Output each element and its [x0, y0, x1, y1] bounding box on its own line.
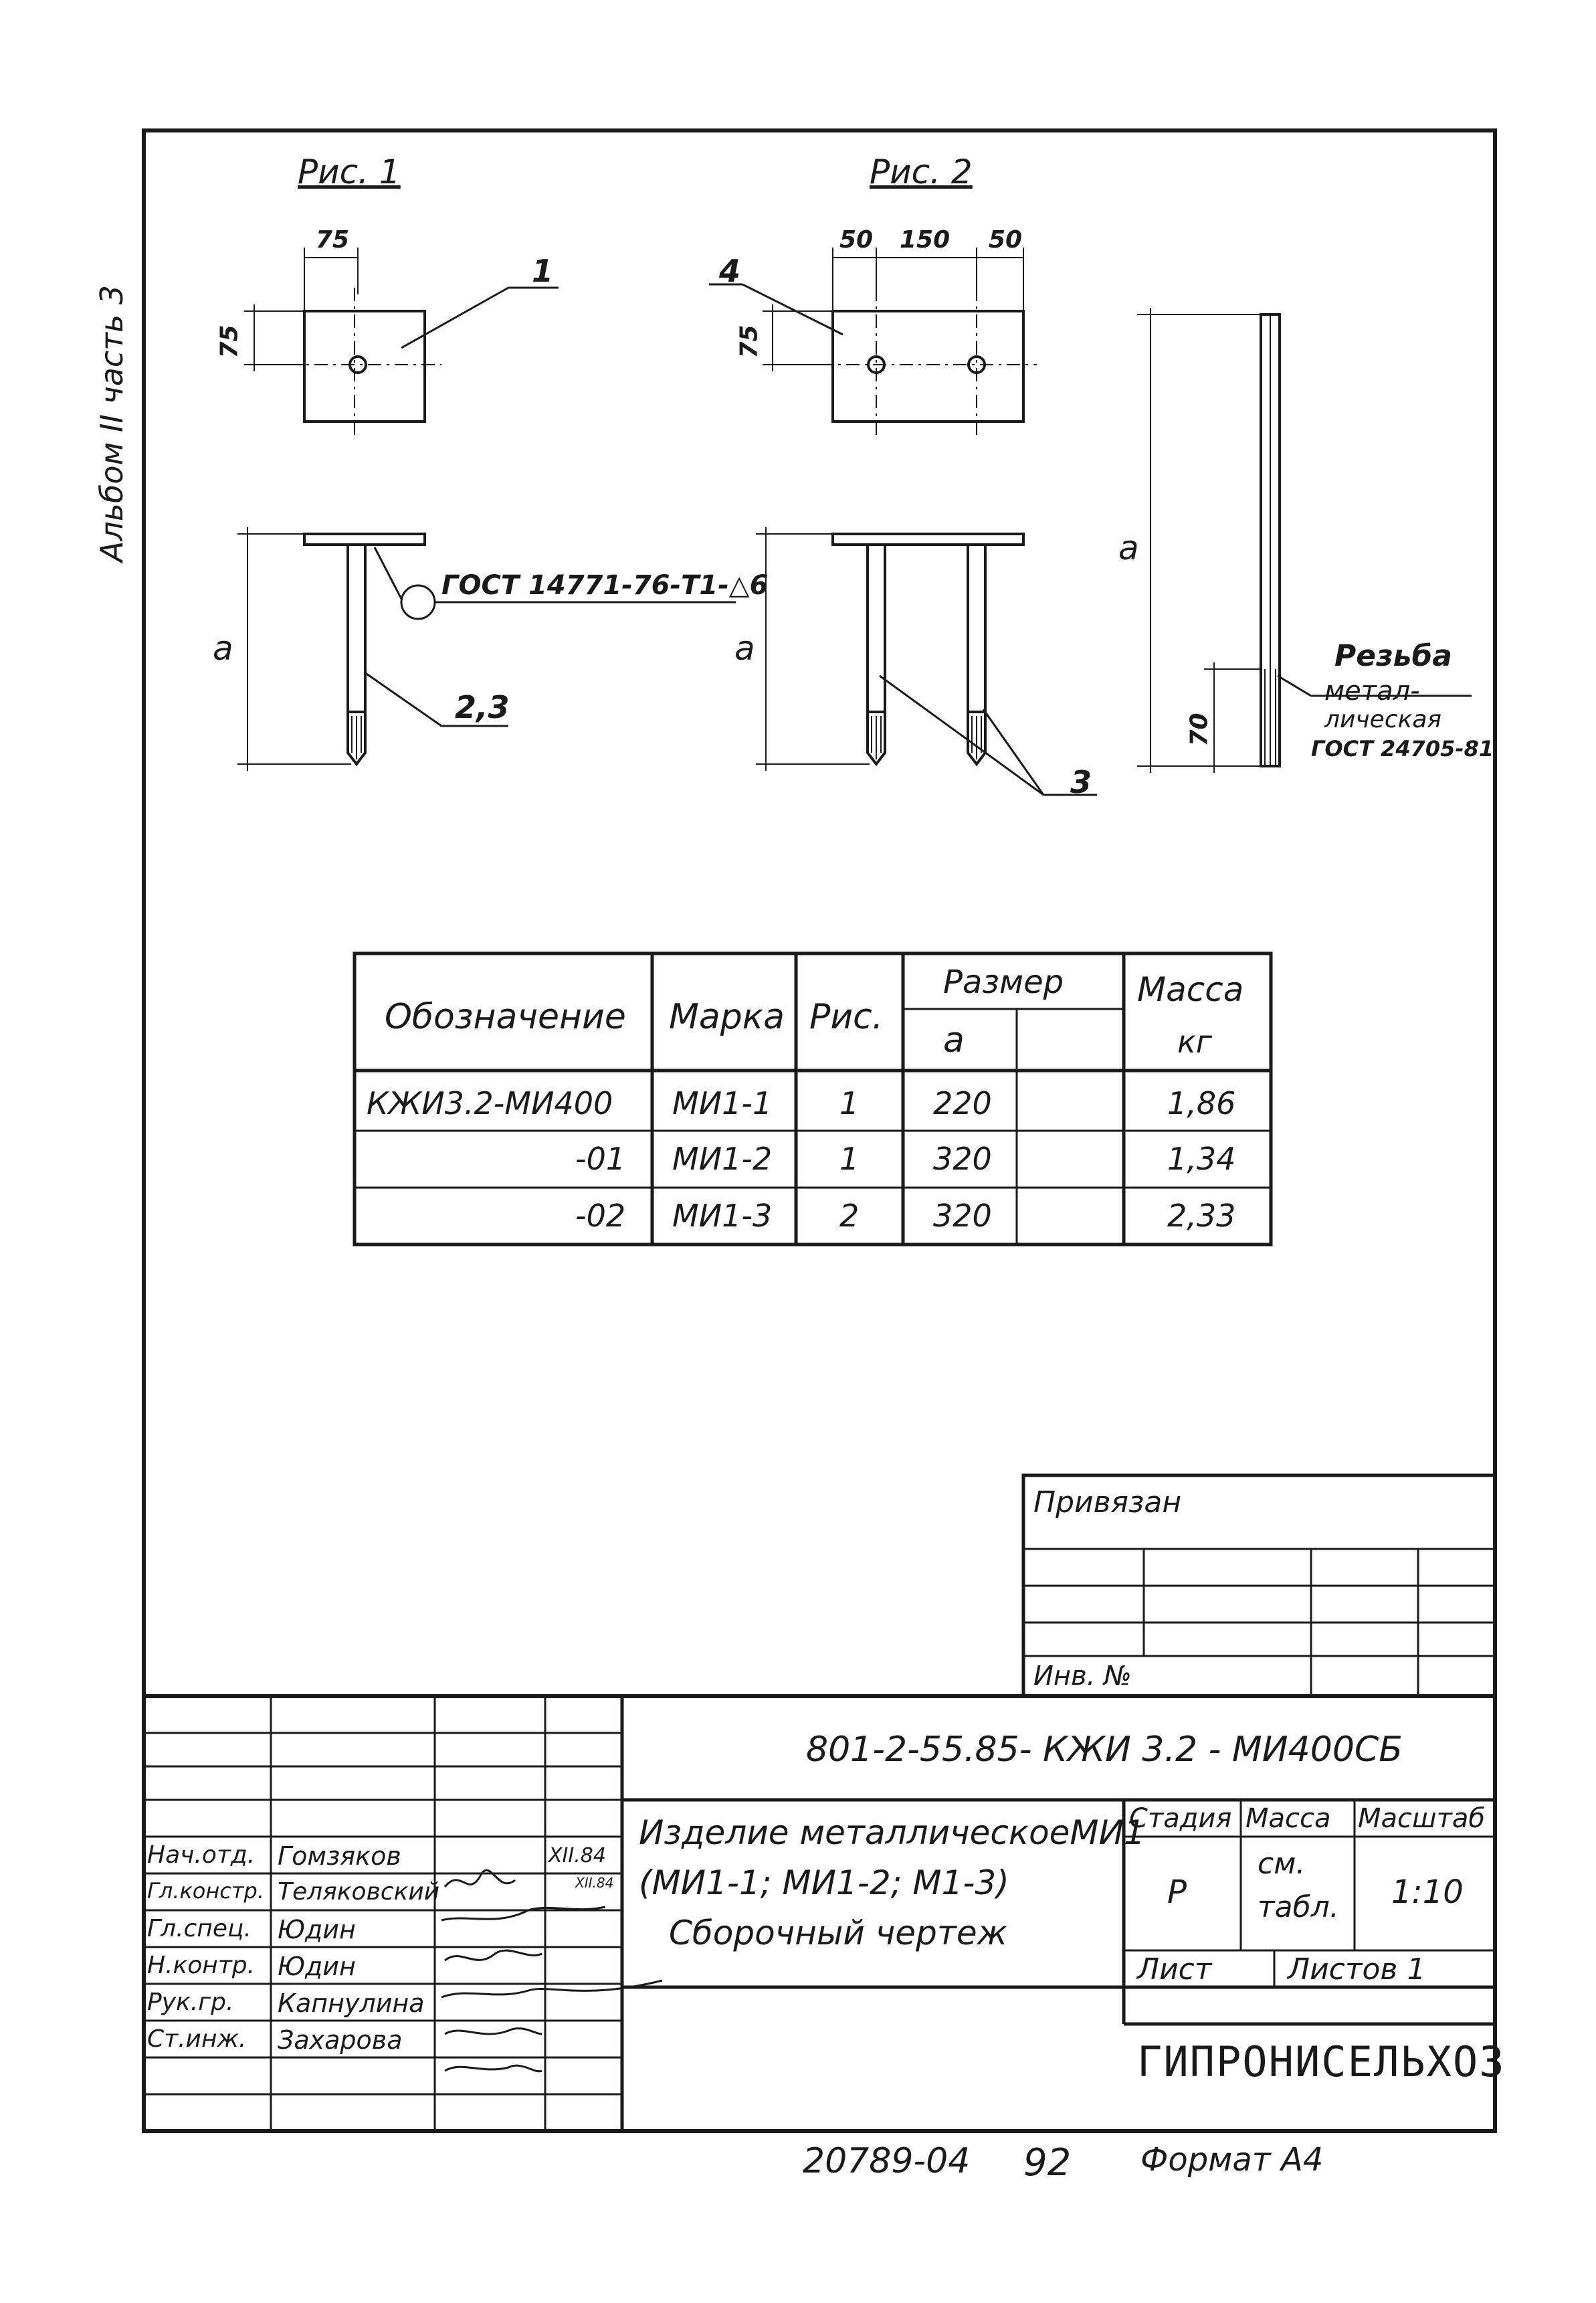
- hdr-mass-unit: кг: [1177, 1024, 1212, 1060]
- scale-value: 1:10: [1391, 1873, 1464, 1911]
- format-label: Формат А4: [1140, 2141, 1324, 2179]
- fig2-height-dim: 75: [735, 325, 763, 359]
- inv-label: Инв. №: [1033, 1661, 1132, 1691]
- scale-label: Масштаб: [1358, 1803, 1486, 1834]
- fig2-dim-right: 50: [989, 226, 1023, 254]
- sheet-border: [142, 128, 1497, 2133]
- thread-note-2: метал-: [1324, 676, 1420, 707]
- leader-4-label: 4: [719, 253, 741, 289]
- fig2-rod-left: [866, 543, 886, 713]
- fig1-title: Рис. 1: [298, 153, 401, 191]
- fig2-dim-a: a: [734, 629, 755, 668]
- row2-mass: 1,34: [1167, 1141, 1236, 1177]
- tied-label: Привязан: [1033, 1485, 1182, 1519]
- sig-role-3: Гл.спец.: [147, 1915, 252, 1942]
- mass-value-1: см.: [1258, 1847, 1306, 1881]
- title-line-2: (МИ1-1; МИ1-2; М1-3): [639, 1863, 1009, 1902]
- fig1-width-dim: 75: [316, 226, 350, 254]
- hdr-mass: Масса: [1137, 970, 1244, 1009]
- hdr-size-a: a: [943, 1020, 965, 1061]
- row1-a: 220: [933, 1085, 992, 1121]
- thread-note-1: Резьба: [1334, 639, 1452, 673]
- sig-name-5: Капнулина: [278, 1989, 425, 2018]
- fig2-dim-mid: 150: [900, 226, 951, 254]
- doc-code: 801-2-55.85- КЖИ 3.2 - МИ400СБ: [806, 1730, 1403, 1770]
- fig1-height-dim: 75: [215, 325, 243, 359]
- sig-name-4: Юдин: [278, 1952, 356, 1981]
- stage-label: Стадия: [1129, 1803, 1232, 1834]
- archive-number: 20789-04: [803, 2141, 971, 2181]
- signature-scribbles: [441, 1869, 663, 2073]
- fig1-plate-elev: [303, 533, 426, 546]
- row3-a: 320: [933, 1198, 992, 1234]
- row2-a: 320: [933, 1141, 992, 1177]
- leader-1-label: 1: [532, 253, 554, 289]
- row1-designation: КЖИ3.2-МИ400: [367, 1085, 613, 1121]
- sig-name-6: Захарова: [278, 2025, 403, 2055]
- sig-date-2: XII.84: [575, 1875, 614, 1891]
- fig2-rod-right: [967, 543, 987, 713]
- fig1-rod: [346, 543, 367, 713]
- fig2-plate-elev: [831, 533, 1025, 546]
- rod-dim-a: a: [1118, 529, 1139, 567]
- leader-3-label: 3: [1070, 764, 1092, 800]
- sig-role-1: Нач.отд.: [147, 1841, 256, 1869]
- thread-note-3: лическая: [1324, 706, 1442, 733]
- title-line-1: Изделие металлическоеМИ1: [639, 1813, 1145, 1852]
- fig1-dim-a: a: [213, 629, 233, 668]
- row3-fig: 2: [839, 1198, 860, 1234]
- sig-role-6: Ст.инж.: [147, 2025, 247, 2053]
- sheet-label: Лист: [1137, 1952, 1212, 1987]
- organization: ГИПРОНИСЕЛЬХОЗ: [1137, 2037, 1506, 2086]
- mass-label: Масса: [1245, 1803, 1331, 1834]
- page-number: 92: [1023, 2141, 1072, 2185]
- sig-name-2: Теляковский: [278, 1878, 440, 1906]
- title-line-3: Сборочный чертеж: [669, 1914, 1007, 1952]
- fig2-plate-plan: [831, 310, 1025, 423]
- row1-fig: 1: [839, 1085, 860, 1121]
- row2-fig: 1: [839, 1141, 860, 1177]
- hdr-fig: Рис.: [809, 997, 884, 1037]
- sig-role-5: Рук.гр.: [147, 1989, 234, 2016]
- row1-mark: МИ1-1: [672, 1085, 773, 1121]
- spec-table-frame: [353, 951, 1273, 1247]
- leader-23-label: 2,3: [455, 689, 510, 725]
- thread-note-4: ГОСТ 24705-81: [1311, 736, 1494, 761]
- hdr-mark: Марка: [669, 997, 785, 1037]
- fig2-title: Рис. 2: [870, 153, 973, 191]
- fig1-plate-plan: [303, 310, 426, 423]
- sig-name-1: Гомзяков: [278, 1841, 401, 1871]
- row2-designation: -01: [575, 1141, 626, 1177]
- hdr-designation: Обозначение: [385, 997, 626, 1037]
- row3-designation: -02: [575, 1198, 626, 1234]
- sig-name-3: Юдин: [278, 1915, 356, 1944]
- hdr-size: Размер: [943, 963, 1064, 1001]
- rod-dim-70: 70: [1185, 713, 1213, 747]
- sig-role-2: Гл.констр.: [147, 1878, 264, 1904]
- row3-mass: 2,33: [1167, 1198, 1236, 1234]
- sheets-label: Листов 1: [1288, 1952, 1426, 1987]
- weld-note: ГОСТ 14771-76-Т1-△6: [441, 570, 769, 601]
- stage-value: Р: [1167, 1873, 1187, 1911]
- row2-mark: МИ1-2: [672, 1141, 773, 1177]
- row3-mark: МИ1-3: [672, 1198, 773, 1234]
- sig-role-4: Н.контр.: [147, 1952, 256, 1979]
- mass-value-2: табл.: [1258, 1890, 1339, 1924]
- row1-mass: 1,86: [1167, 1085, 1236, 1121]
- fig2-dim-left: 50: [839, 226, 874, 254]
- sig-date-1: XII.84: [548, 1844, 606, 1867]
